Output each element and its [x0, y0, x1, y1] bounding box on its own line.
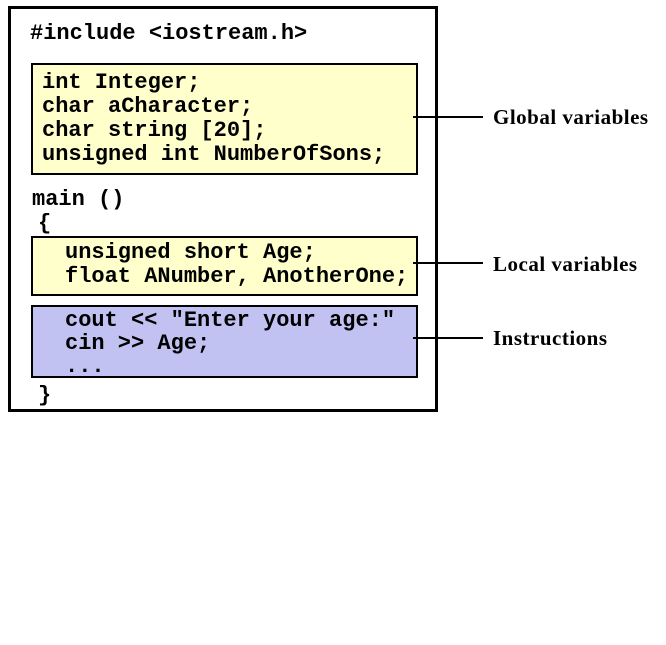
- code-line: unsigned int NumberOfSons;: [42, 142, 386, 167]
- label-instructions: Instructions: [493, 326, 608, 350]
- opening-brace: {: [38, 211, 52, 236]
- code-line: char aCharacter;: [42, 94, 254, 119]
- code-line: cout << "Enter your age:": [65, 308, 396, 333]
- connector-line-local-variables: [413, 262, 483, 264]
- closing-brace: }: [38, 383, 52, 408]
- code-line: int Integer;: [42, 70, 201, 95]
- program-outline-box: #include <iostream.h> int Integer; char …: [8, 6, 438, 412]
- code-line: float ANumber, AnotherOne;: [65, 264, 409, 289]
- label-local-variables: Local variables: [493, 252, 638, 276]
- label-global-variables: Global variables: [493, 105, 649, 129]
- main-function-line: main (): [32, 187, 125, 212]
- connector-line-global-variables: [413, 116, 483, 118]
- instructions-box: cout << "Enter your age:" cin >> Age; ..…: [31, 305, 418, 378]
- global-variables-box: int Integer; char aCharacter; char strin…: [31, 63, 418, 175]
- code-line: cin >> Age;: [65, 331, 211, 356]
- connector-line-instructions: [413, 337, 483, 339]
- local-variables-box: unsigned short Age; float ANumber, Anoth…: [31, 236, 418, 296]
- code-line: char string [20];: [42, 118, 267, 143]
- include-directive-line: #include <iostream.h>: [30, 21, 308, 46]
- code-line: ...: [65, 354, 105, 379]
- code-line: unsigned short Age;: [65, 240, 316, 265]
